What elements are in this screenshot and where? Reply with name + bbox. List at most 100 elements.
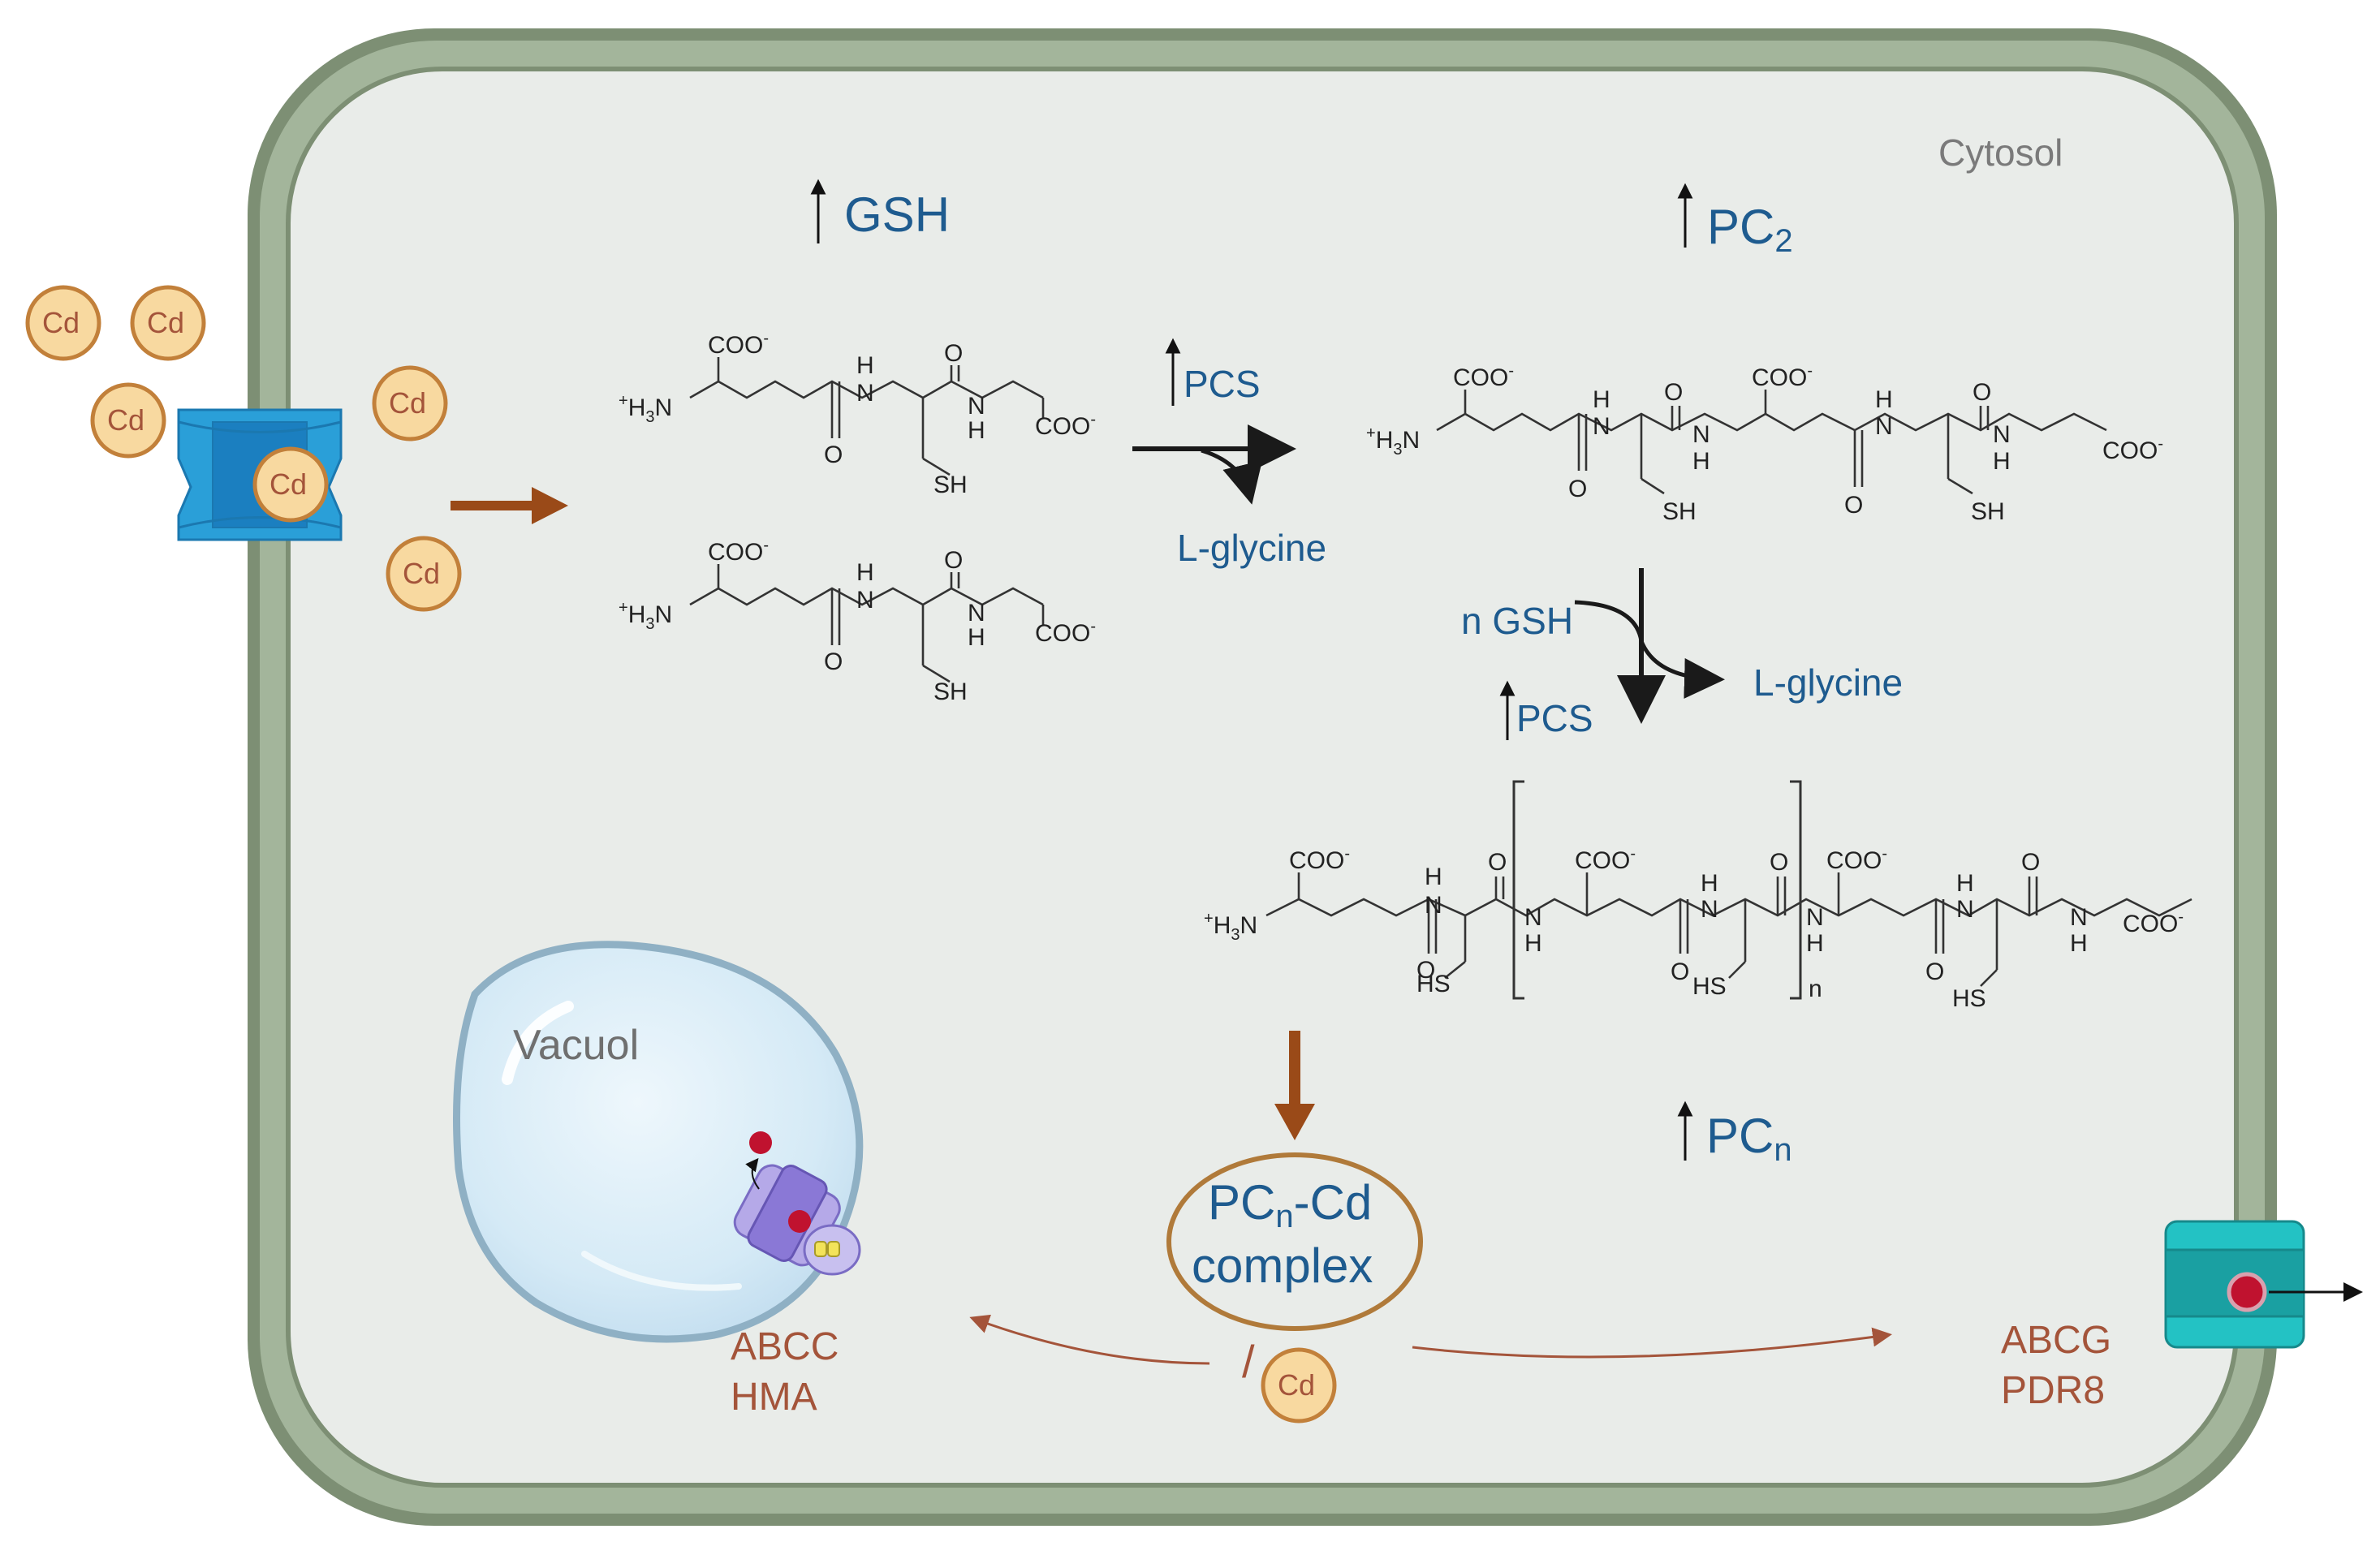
svg-text:O: O <box>1844 492 1863 519</box>
svg-text:H: H <box>968 624 985 651</box>
svg-text:H: H <box>1524 930 1542 957</box>
svg-text:H: H <box>1425 864 1442 890</box>
complex-label-line1: PCn-Cd <box>1208 1175 1373 1234</box>
hma-label: HMA <box>731 1376 817 1419</box>
cd-efflux-transporter <box>2164 1220 2363 1349</box>
pc2-label-base: PC <box>1707 200 1775 254</box>
pcn-label-base: PC <box>1706 1109 1774 1163</box>
svg-text:COO-: COO- <box>1826 845 1887 874</box>
svg-text:N: N <box>1993 421 2011 448</box>
svg-text:H: H <box>2070 930 2088 957</box>
svg-text:N: N <box>1593 413 1610 440</box>
svg-text:N: N <box>1701 896 1718 923</box>
pcn-label-sub: n <box>1774 1132 1792 1168</box>
pcs-label-mid: PCS <box>1516 697 1593 739</box>
svg-text:n: n <box>1809 976 1822 1002</box>
svg-text:COO-: COO- <box>1752 362 1813 391</box>
svg-text:+H3N: +H3N <box>1366 424 1420 459</box>
svg-text:COO-: COO- <box>1035 618 1096 647</box>
svg-text:O: O <box>2021 849 2040 876</box>
svg-text:H: H <box>856 559 874 586</box>
complex-sub: n <box>1275 1199 1294 1234</box>
svg-text:COO-: COO- <box>1575 845 1636 874</box>
svg-text:H: H <box>1701 870 1718 897</box>
svg-text:H: H <box>856 352 874 379</box>
pcn-cd-complex-ring <box>1166 1152 1423 1331</box>
svg-text:O: O <box>944 547 963 574</box>
gsh-molecule-2 <box>689 564 1045 683</box>
svg-text:N: N <box>856 587 874 614</box>
gsh-label: GSH <box>844 187 951 242</box>
complex-label-line2: complex <box>1192 1238 1373 1293</box>
n-gsh-label: n GSH <box>1461 600 1574 642</box>
cd-ion-label: Cd <box>389 386 427 420</box>
reaction-arrows <box>1132 424 1725 724</box>
svg-text:N: N <box>1692 421 1710 448</box>
cd-ion-label: Cd <box>107 403 145 437</box>
pcn-label: PCn <box>1706 1109 1792 1167</box>
cd-ion-label: Cd <box>42 306 80 339</box>
svg-text:COO-: COO- <box>1035 411 1096 440</box>
complex-slash: / <box>1242 1336 1255 1387</box>
cd-ion-label: Cd <box>1278 1368 1316 1402</box>
svg-text:COO-: COO- <box>2102 435 2163 464</box>
cytosol-label: Cytosol <box>1938 131 2063 174</box>
svg-text:H: H <box>968 417 985 444</box>
to-efflux-arrow <box>1412 1327 1892 1359</box>
svg-text:O: O <box>1925 958 1944 985</box>
increase-markers <box>810 179 1693 1161</box>
svg-text:N: N <box>968 600 985 627</box>
pcs-label-top: PCS <box>1184 363 1261 405</box>
l-glycine-label-mid: L-glycine <box>1753 661 1904 704</box>
svg-text:O: O <box>1664 379 1683 406</box>
cd-ion-label: Cd <box>147 306 185 339</box>
svg-text:O: O <box>824 648 843 675</box>
svg-text:N: N <box>1875 413 1893 440</box>
gsh-molecule-1 <box>689 357 1045 476</box>
svg-text:O: O <box>1973 379 1991 406</box>
svg-text:N: N <box>856 380 874 407</box>
svg-text:SH: SH <box>933 472 968 498</box>
svg-text:H: H <box>1593 386 1610 413</box>
svg-text:O: O <box>1671 958 1689 985</box>
svg-text:HS: HS <box>1416 971 1451 997</box>
svg-text:+H3N: +H3N <box>619 599 672 633</box>
pcn-molecule <box>1265 780 2192 1000</box>
svg-text:SH: SH <box>933 678 968 705</box>
svg-text:H: H <box>1875 386 1893 413</box>
cd-ions <box>25 285 1337 1424</box>
complex-pc: PC <box>1208 1175 1276 1230</box>
svg-text:COO-: COO- <box>2123 908 2184 937</box>
svg-text:COO-: COO- <box>1453 362 1514 391</box>
pc2-label-sub: 2 <box>1774 223 1793 259</box>
svg-text:O: O <box>944 340 963 367</box>
svg-text:H: H <box>1956 870 1974 897</box>
vacuolar-pump <box>733 1131 861 1276</box>
pc2-label: PC2 <box>1707 200 1793 258</box>
abcg-label: ABCG <box>2001 1319 2112 1362</box>
cd-ion-label: Cd <box>403 557 441 590</box>
svg-text:N: N <box>2070 904 2088 931</box>
svg-text:N: N <box>1956 896 1974 923</box>
svg-text:HS: HS <box>1692 973 1727 1000</box>
l-glycine-label-top: L-glycine <box>1177 527 1327 569</box>
svg-text:SH: SH <box>1971 498 2005 525</box>
abcc-label: ABCC <box>731 1325 839 1368</box>
svg-text:N: N <box>1425 892 1442 919</box>
svg-text:N: N <box>968 393 985 420</box>
pc2-molecule <box>1436 390 2107 495</box>
svg-text:O: O <box>824 441 843 468</box>
vacuole-label: Vacuol <box>513 1022 640 1069</box>
pdr8-label: PDR8 <box>2001 1369 2106 1412</box>
svg-text:O: O <box>1416 957 1435 984</box>
svg-text:H: H <box>1692 448 1710 475</box>
complex-cd: -Cd <box>1293 1175 1373 1230</box>
cd-ion-label: Cd <box>269 467 308 501</box>
svg-text:+H3N: +H3N <box>1204 910 1257 944</box>
svg-text:N: N <box>1524 904 1542 931</box>
svg-text:+H3N: +H3N <box>619 392 672 426</box>
svg-text:O: O <box>1488 849 1507 876</box>
svg-text:COO-: COO- <box>708 536 769 566</box>
svg-text:COO-: COO- <box>1289 845 1350 874</box>
